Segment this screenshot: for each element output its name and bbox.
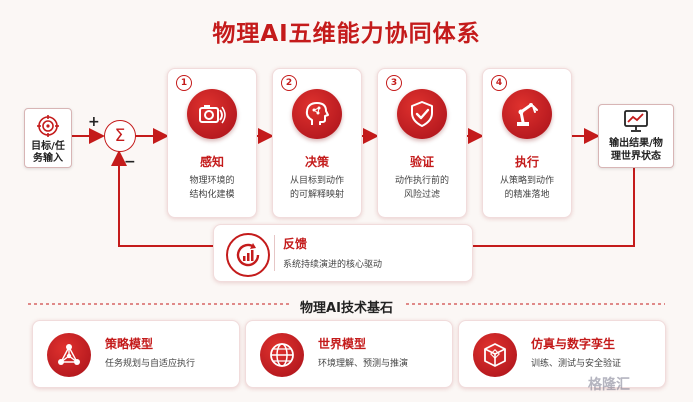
step-desc-line1: 物理环境的 [189, 176, 235, 186]
step-card-execute: 4 执行 从策略到动作 的精准落地 [482, 68, 572, 218]
feedback-icon-circle [226, 233, 270, 277]
step-desc-line1: 从目标到动作 [289, 176, 344, 186]
step-desc-line2: 的可解释映射 [289, 190, 344, 200]
foundation-title: 策略模型 [105, 337, 154, 351]
step-card-verify: 3 验证 动作执行前的 风险过滤 [377, 68, 467, 218]
foundation-card-simulation: 仿真与数字孪生 训练、测试与安全验证 [458, 320, 666, 388]
watermark: 格隆汇 [588, 377, 630, 393]
step-card-perceive: 1 感知 物理环境的 结构化建模 [167, 68, 257, 218]
step-desc-line2: 风险过滤 [403, 190, 440, 200]
foundation-card-strategy: 策略模型 任务规划与自适应执行 [32, 320, 240, 388]
input-box: 目标/任 务输入 [24, 108, 72, 168]
foundation-icon-circle [47, 333, 91, 377]
step-icon-circle [397, 89, 447, 139]
input-label-line2: 务输入 [33, 153, 63, 164]
step-desc-line1: 从策略到动作 [499, 176, 554, 186]
step-title: 执行 [514, 155, 539, 169]
arrow-feedback-to-sum [111, 150, 213, 247]
foundation-icon-circle [473, 333, 517, 377]
summing-junction: Σ [104, 120, 136, 152]
globe-icon [270, 343, 294, 367]
feedback-divider [274, 235, 275, 271]
feedback-desc: 系统持续演进的核心驱动 [283, 260, 383, 270]
step-number: 4 [491, 75, 507, 91]
target-icon [37, 115, 59, 137]
camera-sensor-icon [199, 105, 226, 124]
foundation-title: 仿真与数字孪生 [531, 337, 616, 351]
section-title-text: 物理AI技术基石 [290, 301, 403, 316]
cycle-chart-icon [236, 243, 260, 267]
foundation-desc: 任务规划与自适应执行 [105, 359, 196, 369]
network-nodes-icon [58, 344, 80, 365]
foundation-desc: 环境理解、预测与推演 [318, 359, 409, 369]
step-title: 决策 [304, 155, 329, 169]
input-label-line1: 目标/任 [31, 141, 65, 152]
foundation-desc: 训练、测试与安全验证 [531, 359, 622, 369]
plus-sign: + [88, 114, 100, 130]
step-desc-line2: 结构化建模 [189, 190, 235, 200]
step-number: 1 [176, 75, 192, 91]
foundation-title: 世界模型 [318, 337, 367, 351]
step-card-decide: 2 决策 从目标到动作 的可解释映射 [272, 68, 362, 218]
step-desc-line1: 动作执行前的 [394, 176, 449, 186]
minus-sign: − [124, 154, 136, 170]
output-label-line1: 输出结果/物 [609, 138, 663, 149]
diagram-title: 物理AI五维能力协同体系 [212, 21, 481, 47]
step-icon-circle [187, 89, 237, 139]
cube-icon [484, 343, 506, 367]
section-title: 物理AI技术基石 [0, 297, 693, 316]
feedback-card: 反馈 系统持续演进的核心驱动 [213, 224, 473, 282]
feedback-title: 反馈 [283, 237, 308, 251]
step-number: 3 [386, 75, 402, 91]
step-icon-circle [502, 89, 552, 139]
output-label-line2: 理世界状态 [611, 151, 661, 162]
shield-check-icon [411, 101, 433, 127]
step-title: 验证 [409, 155, 434, 169]
step-number: 2 [281, 75, 297, 91]
foundation-icon-circle [260, 333, 304, 377]
step-desc-line2: 的精准落地 [504, 190, 550, 200]
step-title: 感知 [199, 155, 224, 169]
step-icon-circle [292, 89, 342, 139]
brain-head-icon [305, 102, 329, 125]
foundation-card-world: 世界模型 环境理解、预测与推演 [245, 320, 453, 388]
monitor-chart-icon [624, 110, 648, 132]
robot-arm-icon [517, 103, 538, 126]
output-box: 输出结果/物 理世界状态 [598, 104, 674, 168]
